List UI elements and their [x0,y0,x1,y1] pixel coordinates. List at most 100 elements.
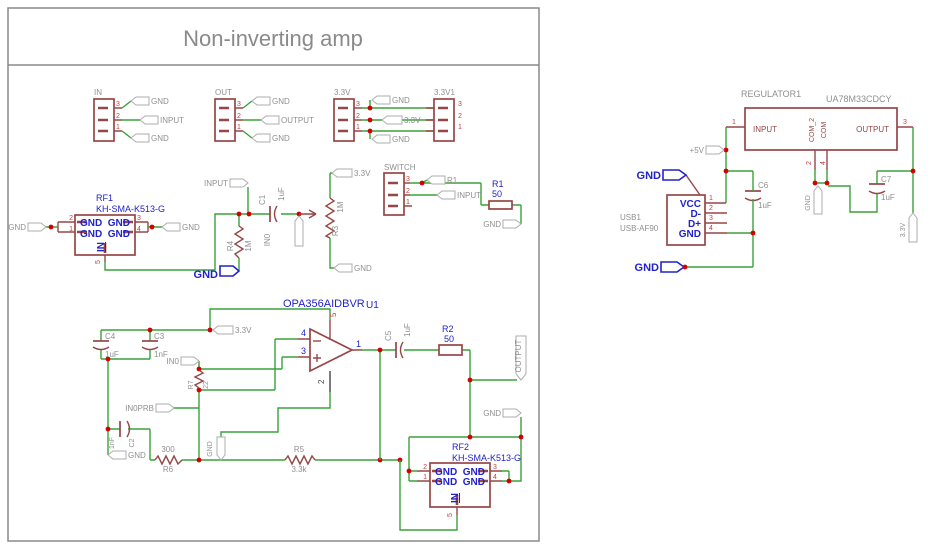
rf1-pads [77,220,133,253]
net-flag-33v[interactable] [908,212,918,243]
net-label-output: OUTPUT [514,339,523,372]
net-flag-gnd[interactable] [130,96,150,106]
net-flag-gnd[interactable] [333,263,353,273]
switch-block[interactable]: SWITCH 3 2 1 R1 INPUT R1 50 GND [383,163,522,229]
connector-in[interactable]: IN 3 2 1 GND INPUT GND [93,88,184,143]
net-flag-gnd[interactable] [251,133,271,143]
gnd-flag[interactable] [660,261,686,273]
usb-block[interactable]: USB1 USB-AF90 VCC D- D+ GND 1 2 3 4 GND … [620,169,727,274]
resistor-r7[interactable] [193,369,205,389]
pin-number: 3 [458,101,462,108]
net-flag-input[interactable] [436,190,456,200]
wire[interactable] [410,179,522,224]
opamp-ref: U1 [366,300,379,311]
net-flag-output[interactable] [515,335,527,381]
wire[interactable] [199,338,331,437]
net-label-33v: 3.3V [354,169,371,178]
wire[interactable] [362,349,522,482]
opamp-triangle[interactable] [309,327,354,373]
junction [419,180,425,186]
net-flag-in0prb[interactable] [155,403,175,413]
regulator-block[interactable]: REGULATOR1 UA78M33CDCY INPUT OUTPUT COM_… [685,89,918,268]
resistor-r1[interactable] [488,200,513,210]
resistor-r4[interactable] [233,225,245,259]
potentiometer-r3-ref: R3 [331,225,340,236]
gnd-flag[interactable] [219,265,241,277]
wire[interactable] [100,308,331,455]
usb-pin-gnd: GND [679,229,701,240]
net-flag-33v[interactable] [381,115,403,125]
net-flag-r1[interactable] [426,175,446,185]
resistor-r5[interactable] [284,454,316,466]
net-flag-gnd[interactable] [502,219,522,229]
junction [105,426,111,432]
net-label-gnd: GND [483,220,501,229]
regulator-pin-com: COM [821,122,828,139]
junction [518,434,524,440]
junction [207,327,213,333]
net-flag-5v[interactable] [705,145,725,155]
resistor-r2[interactable] [438,344,463,356]
capacitor-c3-plate[interactable] [141,346,159,351]
connector-switch-body[interactable] [383,172,405,216]
connector-33v-pair[interactable]: 3.3V 3 2 1 GND 3.3V GND 3.3V1 3 2 1 [333,88,462,144]
input-stage[interactable]: INPUT C1 1uF R4 1M GND IN0 1M R3 3.3V GN… [194,168,372,281]
net-flag-gnd[interactable] [502,408,522,418]
net-flag-gnd[interactable] [251,96,271,106]
regulator-body[interactable] [744,107,898,151]
rf2-body[interactable] [429,462,491,508]
net-flag-gnd[interactable] [216,436,226,461]
net-flag-gnd[interactable] [813,185,823,215]
net-flag-gnd[interactable] [371,95,391,105]
capacitor-c4-plate[interactable] [92,346,110,351]
decoupling-block[interactable]: C4 1uF C3 1nF 3.3V [92,308,331,455]
resistor-r6[interactable] [154,454,183,466]
net-flag-33v[interactable] [331,168,353,178]
net-flag-input[interactable] [229,178,249,188]
capacitor-c7-plate[interactable] [868,190,886,195]
net-flag-output[interactable] [260,115,280,125]
net-flag-gnd[interactable] [27,222,47,232]
resistor-r2-ref: R2 [442,324,454,334]
pin-number: 3 [237,101,241,108]
net-label-gnd: GND [392,135,410,144]
net-flag-in0[interactable] [180,356,200,366]
wire[interactable] [108,361,400,461]
net-label-in0: IN0 [263,233,272,246]
capacitor-c6-ref: C6 [758,181,769,190]
connector-out[interactable]: OUT 3 2 1 GND OUTPUT GND [214,88,314,143]
net-flag-gnd[interactable] [161,222,181,232]
gnd-label: GND [637,170,662,182]
potentiometer-r3[interactable] [324,197,336,239]
pin-number: 1 [69,226,73,233]
net-flag-gnd[interactable] [371,134,391,144]
wire[interactable] [399,460,510,531]
wire[interactable] [121,100,140,139]
sma-rf2[interactable]: RF2 KH-SMA-K513-G GND GND GND GND IN 2 1… [399,442,521,531]
capacitor-c5-plate[interactable] [399,341,404,359]
net-flag-gnd[interactable] [130,133,150,143]
feedback-network[interactable]: IN0 R7 22 IN0PRB 1nF C2 GND 300 R6 GND R… [105,356,403,474]
capacitor-c1-plate[interactable] [273,205,278,223]
net-flag-33v[interactable] [212,325,234,335]
capacitor-c3-ref: C3 [154,332,165,341]
wire[interactable] [242,100,261,139]
pin-number: 2 [69,215,73,222]
wire[interactable] [238,187,299,270]
rf1-ref: RF1 [96,193,113,203]
capacitor-c7-ref: C7 [881,175,892,184]
usb-body[interactable] [666,194,706,246]
net-flag-gnd[interactable] [107,450,127,460]
output-stage[interactable]: C5 1uF R2 50 OUTPUT GND [362,323,527,482]
gnd-flag[interactable] [662,169,688,181]
sma-rf1[interactable]: RF1 KH-SMA-K513-G GND GND GND GND IN 2 1… [8,193,239,271]
opamp-u1[interactable]: OPA356AIDBVR U1 4 3 1 5 2 [199,298,379,437]
pin-number: 1 [237,124,241,131]
net-flag-input[interactable] [139,115,159,125]
connector-33v-label: 3.3V [334,88,351,97]
capacitor-c2-plate[interactable] [126,420,131,438]
net-flag-in0[interactable] [294,215,304,247]
resistor-r4-value: 1M [244,240,253,251]
pin-number: 3 [406,176,410,183]
